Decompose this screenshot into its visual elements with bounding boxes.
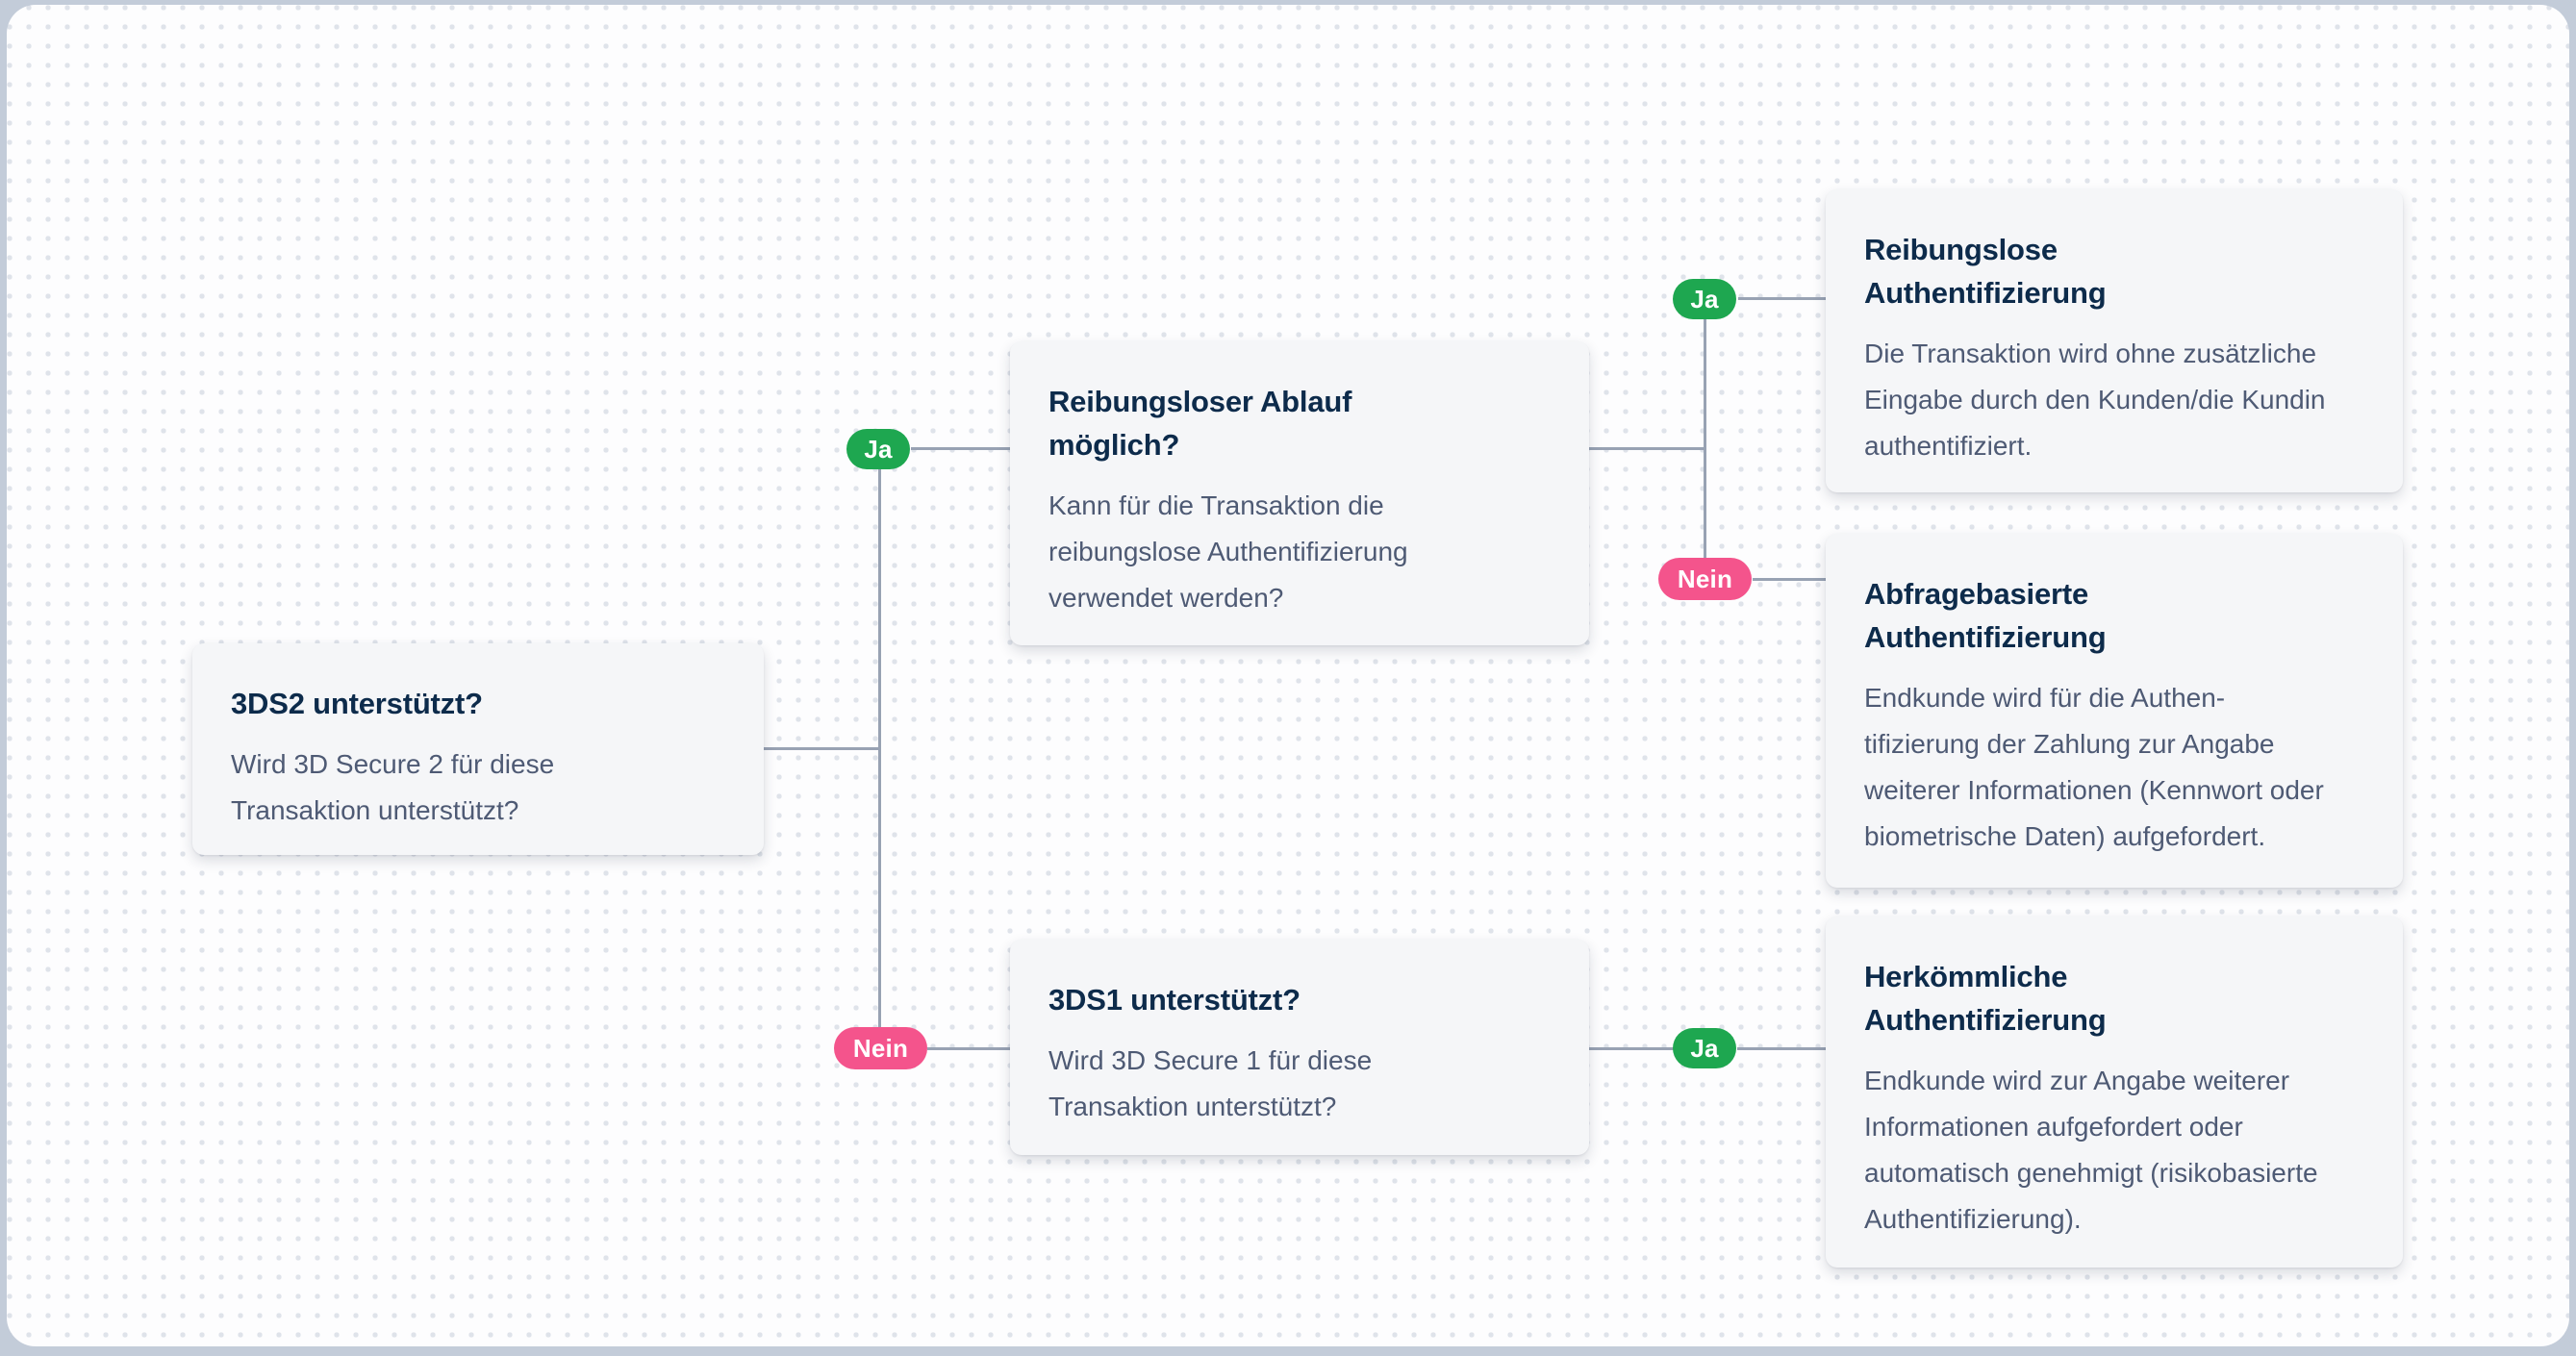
edge-nein-to-challenge-auth — [1753, 578, 1826, 581]
decision-node-3ds2: 3DS2 unterstützt? Wird 3D Secure 2 für d… — [192, 643, 764, 855]
result-node-challenge-authentication: Abfragebasierte Authentifizierung Endkun… — [1826, 534, 2403, 888]
nein-badge-3ds2-no: Nein — [834, 1027, 927, 1069]
node-body: Wird 3D Secure 1 für diese Transaktion u… — [1048, 1045, 1373, 1121]
edge-ja-to-traditional-auth — [1737, 1047, 1826, 1050]
edge-left-vertical-spine — [878, 448, 881, 1048]
node-title: Reibungsloser Ablauf möglich? — [1048, 385, 1352, 462]
edge-frictionless-to-spine — [1589, 447, 1705, 450]
ja-badge-3ds1-yes: Ja — [1673, 1028, 1736, 1068]
node-body: Die Transaktion wird ohne zusätzliche Ei… — [1864, 339, 2326, 461]
dotted-canvas: 3DS2 unterstützt? Wird 3D Secure 2 für d… — [7, 5, 2569, 1346]
node-title: 3DS1 unterstützt? — [1048, 983, 1301, 1017]
decision-node-frictionless-possible: Reibungsloser Ablauf möglich? Kann für d… — [1010, 341, 1589, 645]
edge-3ds2-to-spine — [764, 747, 880, 750]
result-node-frictionless-authentication: Reibungslose Authentifizierung Die Trans… — [1826, 189, 2403, 492]
result-node-traditional-authentication: Herkömmliche Authentifizierung Endkunde … — [1826, 917, 2403, 1268]
ja-badge-frictionless-yes: Ja — [1673, 279, 1736, 319]
node-title: Herkömmliche Authentifizierung — [1864, 960, 2107, 1037]
node-body: Endkunde wird für die Authen- tifizierun… — [1864, 683, 2324, 851]
node-body: Wird 3D Secure 2 für diese Transaktion u… — [231, 749, 555, 825]
nein-badge-frictionless-no: Nein — [1658, 558, 1752, 600]
node-title: Reibungslose Authentifizierung — [1864, 233, 2107, 310]
edge-right-vertical-spine — [1704, 298, 1706, 579]
node-body: Endkunde wird zur Angabe weiterer Inform… — [1864, 1066, 2318, 1234]
edge-ja-to-frictionless-auth — [1738, 297, 1826, 300]
edge-nein-to-3ds1-question — [927, 1047, 1011, 1050]
node-body: Kann für die Transaktion die reibungslos… — [1048, 490, 1408, 613]
edge-3ds1-to-ja — [1589, 1047, 1674, 1050]
decision-node-3ds1: 3DS1 unterstützt? Wird 3D Secure 1 für d… — [1010, 940, 1589, 1155]
node-title: Abfragebasierte Authentifizierung — [1864, 577, 2107, 654]
edge-ja-to-frictionless-question — [911, 447, 1011, 450]
node-title: 3DS2 unterstützt? — [231, 687, 483, 720]
ja-badge-3ds2-yes: Ja — [846, 429, 910, 469]
